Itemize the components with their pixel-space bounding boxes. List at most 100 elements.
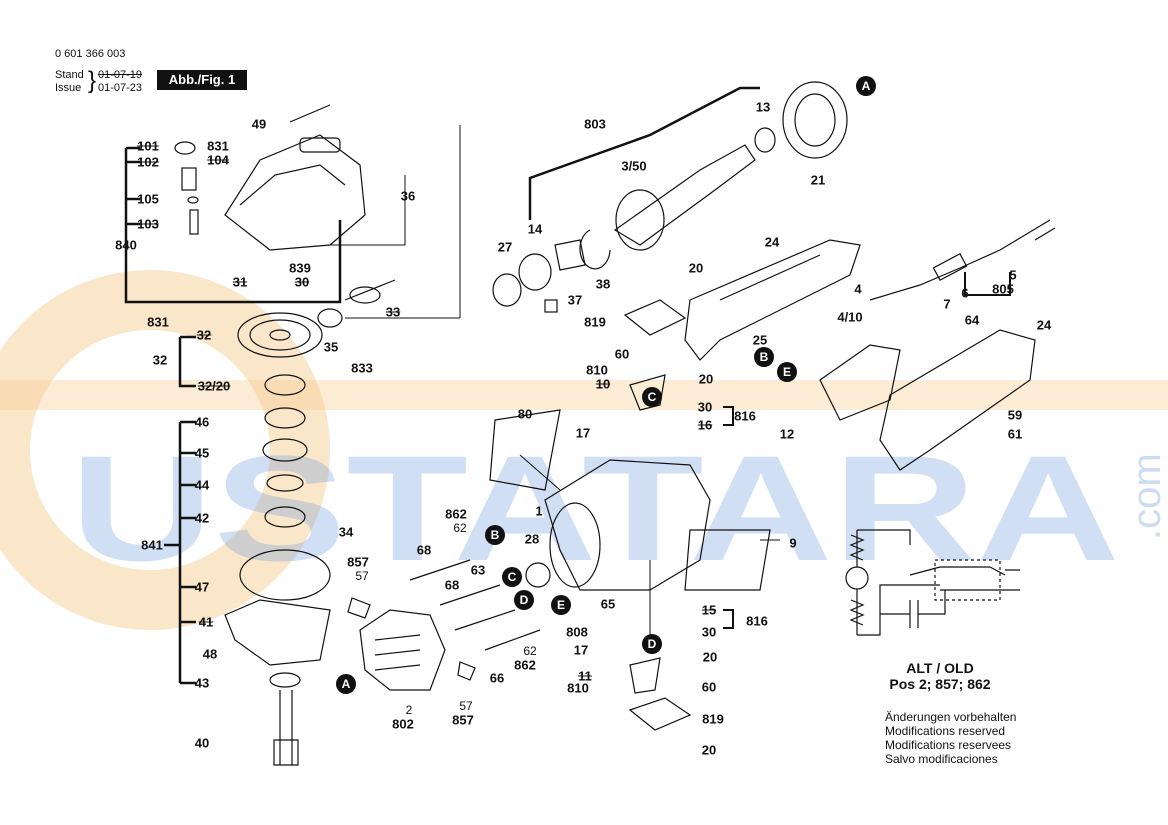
part-label-840: 840 <box>115 237 137 253</box>
part-label-810a: 810 <box>586 362 608 378</box>
part-label-15: 15 <box>701 602 717 618</box>
figure-label: Abb./Fig. 1 <box>157 70 247 90</box>
bracket-840 <box>124 146 342 388</box>
part-label-45: 45 <box>194 445 210 461</box>
part-label-5: 5 <box>1009 267 1017 283</box>
part-label-40: 40 <box>194 735 210 751</box>
part-label-36: 36 <box>400 188 416 204</box>
part-label-4: 4 <box>854 281 862 297</box>
part-label-37: 37 <box>567 292 583 308</box>
part-label-862b: 862 <box>514 657 536 673</box>
leader-lines <box>330 125 780 640</box>
brush-parts <box>347 559 551 681</box>
part-label-2: 2 <box>405 703 413 717</box>
marker-e1: E <box>777 362 797 382</box>
part-label-803: 803 <box>584 116 606 132</box>
part-label-61: 61 <box>1007 426 1023 442</box>
part-label-68b: 68 <box>444 577 460 593</box>
alt-old-title: ALT / OLD <box>906 660 974 676</box>
part-label-30c: 30 <box>701 624 717 640</box>
part-label-3220: 32/20 <box>197 378 231 394</box>
rear-bearings <box>492 229 611 313</box>
stand-date: 01-07-19 <box>98 69 143 81</box>
part-label-49: 49 <box>251 116 267 132</box>
part-label-28: 28 <box>524 531 540 547</box>
marker-c2: C <box>502 567 522 587</box>
part-label-839: 839 <box>289 260 311 276</box>
part-label-104: 104 <box>207 152 229 168</box>
part-label-10a: 10 <box>595 376 611 392</box>
marker-e2: E <box>551 595 571 615</box>
part-label-20a: 20 <box>688 260 704 276</box>
part-label-808: 808 <box>566 624 588 640</box>
part-label-62a: 62 <box>453 521 467 535</box>
alt-old-positions: Pos 2; 857; 862 <box>889 676 991 692</box>
marker-a2: A <box>336 674 356 694</box>
part-label-16a: 16 <box>697 417 713 433</box>
part-label-24b: 24 <box>1036 317 1052 333</box>
bracket-841 <box>164 420 196 685</box>
part-label-819b: 819 <box>702 711 724 727</box>
part-label-59: 59 <box>1007 407 1023 423</box>
part-label-57b: 57 <box>459 699 473 713</box>
switch-plates <box>623 299 692 731</box>
pinion-shaft <box>317 279 396 328</box>
part-label-350: 3/50 <box>621 158 647 174</box>
part-label-48: 48 <box>202 646 218 662</box>
part-label-60b: 60 <box>701 679 717 695</box>
part-label-810b: 810 <box>567 680 589 696</box>
alt-old-note: ALT / OLD Pos 2; 857; 862 <box>870 660 1010 692</box>
marker-c1: C <box>642 387 662 407</box>
marker-d2: D <box>642 634 662 654</box>
part-number: 0 601 366 003 <box>55 48 126 60</box>
watermark-suffix: .com <box>1125 453 1168 540</box>
part-label-43: 43 <box>194 675 210 691</box>
part-label-42: 42 <box>194 510 210 526</box>
part-label-60a: 60 <box>614 346 630 362</box>
part-label-30b: 30 <box>697 399 713 415</box>
part-label-25: 25 <box>752 332 768 348</box>
motor-housing <box>489 409 771 591</box>
field-stator <box>359 609 446 691</box>
marker-b1: B <box>485 525 505 545</box>
part-label-831b: 831 <box>147 314 169 330</box>
part-label-816b: 816 <box>746 613 768 629</box>
part-label-1: 1 <box>535 503 543 519</box>
part-label-32a: 32 <box>196 327 212 343</box>
part-label-63: 63 <box>470 562 486 578</box>
part-label-27: 27 <box>497 239 513 255</box>
modification-notes: Änderungen vorbehalten Modifications res… <box>885 710 1016 766</box>
part-label-21: 21 <box>810 172 826 188</box>
part-label-802: 802 <box>392 716 414 732</box>
handle-upper <box>684 239 861 361</box>
part-label-44: 44 <box>194 477 210 493</box>
part-label-47: 47 <box>194 579 210 595</box>
bracket-805 <box>964 272 1011 296</box>
wiring-schematic <box>845 529 1020 636</box>
issue-label: Issue <box>55 82 82 94</box>
part-label-102: 102 <box>137 154 159 170</box>
bearings-stack <box>224 407 331 766</box>
part-label-62b: 62 <box>523 644 537 658</box>
part-label-857b: 857 <box>452 712 474 728</box>
part-label-105: 105 <box>137 191 159 207</box>
part-label-41: 41 <box>198 614 214 630</box>
part-label-57a: 57 <box>355 569 369 583</box>
brace: } <box>88 67 97 94</box>
part-label-12: 12 <box>779 426 795 442</box>
part-label-410: 4/10 <box>837 309 863 325</box>
part-label-831a: 831 <box>207 138 229 154</box>
bracket-816 <box>723 406 734 629</box>
gear-head-housing <box>224 134 366 251</box>
part-label-11: 11 <box>578 668 592 684</box>
part-label-30a: 30 <box>294 274 310 290</box>
marker-a1: A <box>856 76 876 96</box>
marker-d1: D <box>514 590 534 610</box>
part-label-833: 833 <box>351 360 373 376</box>
stand-label: Stand <box>55 69 84 81</box>
part-label-65: 65 <box>600 596 616 612</box>
issue-date: 01-07-23 <box>98 82 143 94</box>
small-parts-101-105 <box>174 104 331 235</box>
